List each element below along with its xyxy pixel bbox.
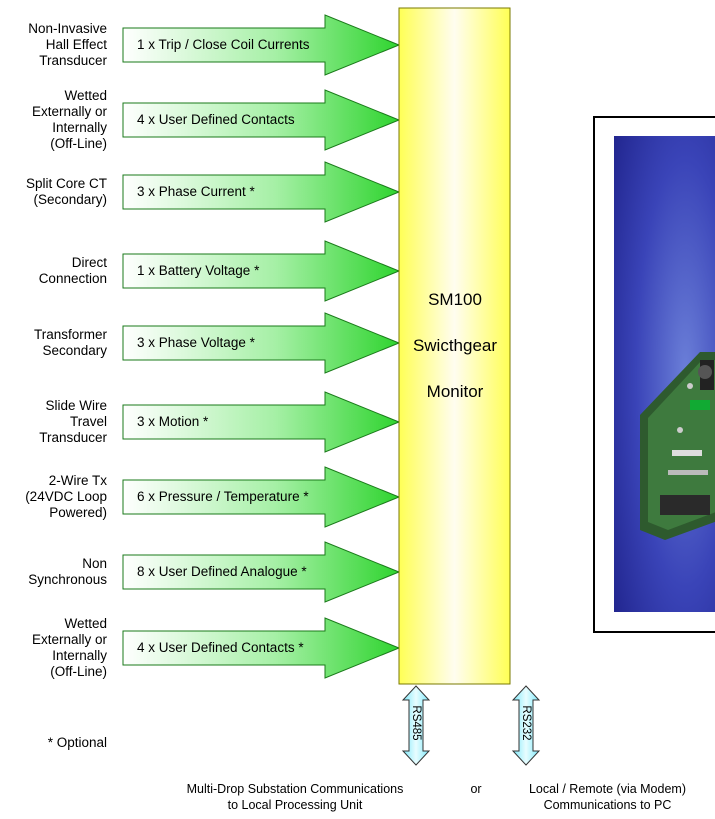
input-source-line: Split Core CT xyxy=(25,176,107,191)
input-source-line: Transducer xyxy=(39,430,107,445)
input-arrow-label-9: 4 x User Defined Contacts * xyxy=(137,640,304,655)
input-source-line: Wetted xyxy=(64,616,107,631)
bottom-left-line1: Multi-Drop Substation Communications xyxy=(186,782,404,796)
monitor-box xyxy=(398,7,511,685)
input-source-line: Internally xyxy=(52,648,107,663)
input-source-line: Non xyxy=(82,556,107,571)
circuit-board-image xyxy=(640,352,715,540)
input-source-line: (Off-Line) xyxy=(50,136,107,151)
bottom-right-line1: Local / Remote (via Modem) xyxy=(528,782,686,796)
bottom-right-line2: Communications to PC xyxy=(543,798,672,812)
input-arrow-7 xyxy=(122,466,401,528)
input-source-line: Powered) xyxy=(49,505,107,520)
rs232-port-arrow xyxy=(511,685,541,766)
input-arrow-label-5: 3 x Phase Voltage * xyxy=(137,335,255,350)
input-arrow-5 xyxy=(122,312,401,374)
monitor-title-line1: SM100 xyxy=(428,290,482,309)
input-source-line: Direct xyxy=(71,255,107,270)
bottom-left-caption: Multi-Drop Substation Communications to … xyxy=(150,781,440,813)
monitor-title-line2: Swicthgear xyxy=(412,336,498,355)
input-arrow-label-1: 1 x Trip / Close Coil Currents xyxy=(137,37,310,52)
bottom-or: or xyxy=(470,782,482,796)
input-source-line: Externally or xyxy=(31,632,107,647)
input-source-line: Travel xyxy=(69,414,107,429)
rs485-label: RS485 xyxy=(410,705,422,741)
input-source-line: Slide Wire xyxy=(45,398,107,413)
input-arrow-label-3: 3 x Phase Current * xyxy=(137,184,255,199)
input-arrows xyxy=(122,14,401,679)
input-source-line: Connection xyxy=(38,271,107,286)
input-source-line: Synchronous xyxy=(28,572,107,587)
input-source-line: Transformer xyxy=(33,327,107,342)
input-source-line: Externally or xyxy=(31,104,107,119)
input-source-3: Split Core CT(Secondary) xyxy=(0,176,107,208)
bottom-left-line2: to Local Processing Unit xyxy=(227,798,363,812)
input-source-line: Secondary xyxy=(42,343,107,358)
monitor-title-line3: Monitor xyxy=(426,382,484,401)
rs232-label: RS232 xyxy=(520,705,532,741)
rs485-port-arrow xyxy=(401,685,431,766)
input-source-line: Wetted xyxy=(64,88,107,103)
bottom-right-caption: Local / Remote (via Modem) Communication… xyxy=(500,781,715,813)
input-arrow-3 xyxy=(122,161,401,223)
input-source-line: (Off-Line) xyxy=(50,664,107,679)
input-arrow-label-8: 8 x User Defined Analogue * xyxy=(137,564,307,579)
input-source-line: Hall Effect xyxy=(45,37,107,52)
input-source-line: 2-Wire Tx xyxy=(48,473,107,488)
input-arrow-8 xyxy=(122,541,401,603)
input-arrow-6 xyxy=(122,391,401,453)
input-source-line: (24VDC Loop xyxy=(25,489,107,504)
input-arrow-4 xyxy=(122,240,401,302)
input-arrow-label-7: 6 x Pressure / Temperature * xyxy=(137,489,309,504)
optional-footnote: * Optional xyxy=(47,735,107,750)
input-arrow-label-4: 1 x Battery Voltage * xyxy=(137,263,260,278)
input-arrow-1 xyxy=(122,14,401,76)
input-arrow-label-6: 3 x Motion * xyxy=(137,414,209,429)
input-arrow-label-2: 4 x User Defined Contacts xyxy=(137,112,295,127)
input-source-line: Transducer xyxy=(39,53,107,68)
input-source-line: (Secondary) xyxy=(33,192,107,207)
input-arrow-2 xyxy=(122,89,401,151)
input-arrow-9 xyxy=(122,617,401,679)
input-source-line: Internally xyxy=(52,120,107,135)
input-source-line: Non-Invasive xyxy=(28,21,107,36)
